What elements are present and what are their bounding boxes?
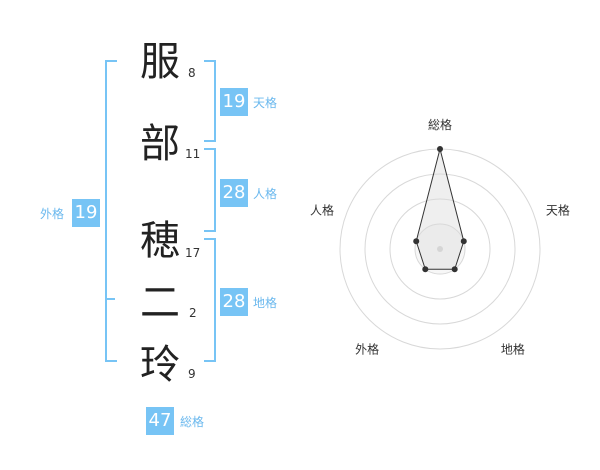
radar-point-5	[413, 238, 420, 245]
radar-axis-label-1: 総格	[428, 117, 452, 132]
name-char-5: 玲	[140, 342, 180, 388]
tenkaku-value: 19	[220, 88, 248, 116]
tenkaku-label: 天格	[253, 96, 278, 110]
radar-ring-3	[364, 173, 516, 325]
chikaku-label: 地格	[253, 296, 278, 310]
radar-series-polygon	[415, 148, 465, 270]
stroke-count-5: 9	[188, 367, 196, 381]
gaikaku-divider	[105, 298, 115, 300]
radar-axis-label-5: 人格	[310, 203, 334, 218]
radar-point-1	[437, 146, 443, 152]
gaikaku-bracket	[105, 60, 117, 362]
gaikaku-label: 外格	[40, 207, 65, 221]
radar-axis-label-2: 天格	[546, 203, 570, 218]
radar-axis-label-4: 外格	[355, 341, 379, 356]
radar-axis-label-3: 地格	[501, 341, 525, 356]
soukaku-value: 47	[146, 407, 174, 435]
radar-center-dot	[437, 246, 443, 252]
chikaku-value: 28	[220, 288, 248, 316]
radar-point-4	[422, 266, 429, 273]
stroke-count-2: 11	[185, 147, 201, 161]
tenkaku-bracket	[204, 60, 216, 142]
name-char-2: 部	[140, 121, 180, 167]
jinkaku-bracket	[204, 148, 216, 232]
name-char-1: 服	[140, 39, 180, 85]
stroke-count-3: 17	[185, 246, 201, 260]
stroke-count-1: 8	[188, 66, 196, 80]
radar-ring-2	[389, 198, 491, 300]
name-char-3: 穂	[140, 218, 180, 264]
chikaku-bracket	[204, 238, 216, 362]
stroke-count-4: 2	[189, 306, 197, 320]
soukaku-label: 総格	[180, 415, 205, 429]
radar-point-2	[460, 238, 467, 245]
jinkaku-label: 人格	[253, 187, 278, 201]
radar-point-3	[451, 266, 458, 273]
name-char-4: 二	[140, 280, 180, 326]
jinkaku-value: 28	[220, 179, 248, 207]
gaikaku-value: 19	[72, 199, 100, 227]
